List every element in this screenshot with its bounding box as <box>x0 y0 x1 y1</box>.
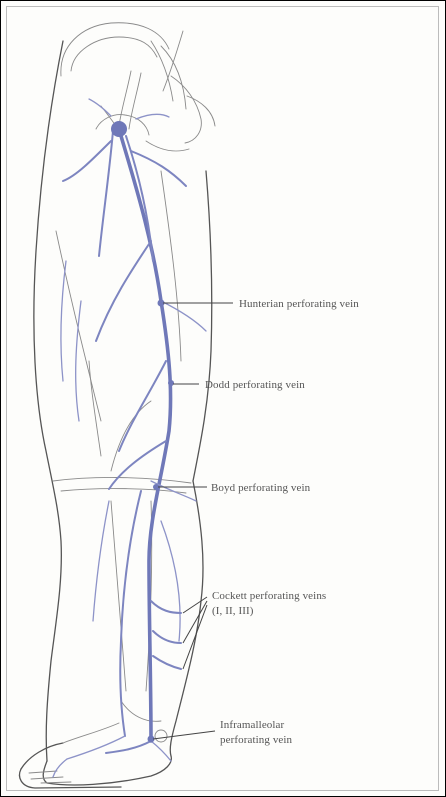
label-cockett-line1: Cockett perforating veins <box>212 590 326 602</box>
leader-lines <box>153 303 233 739</box>
leader-inframalleolar <box>153 731 215 739</box>
label-inframalleolar-line2: perforating vein <box>220 734 293 746</box>
label-hunterian: Hunterian perforating vein <box>239 298 359 310</box>
leader-cockett-1 <box>183 597 207 613</box>
label-boyd: Boyd perforating vein <box>211 482 311 494</box>
leg-outline <box>34 41 212 761</box>
labels: Hunterian perforating vein Dodd perforat… <box>205 298 359 746</box>
foot-outline <box>20 723 172 788</box>
label-dodd: Dodd perforating vein <box>205 379 305 391</box>
pelvis-outline <box>61 23 215 151</box>
label-inframalleolar-line1: Inframalleolar <box>220 719 285 731</box>
label-cockett-line2: (I, II, III) <box>212 605 254 617</box>
vein-network <box>53 99 206 777</box>
